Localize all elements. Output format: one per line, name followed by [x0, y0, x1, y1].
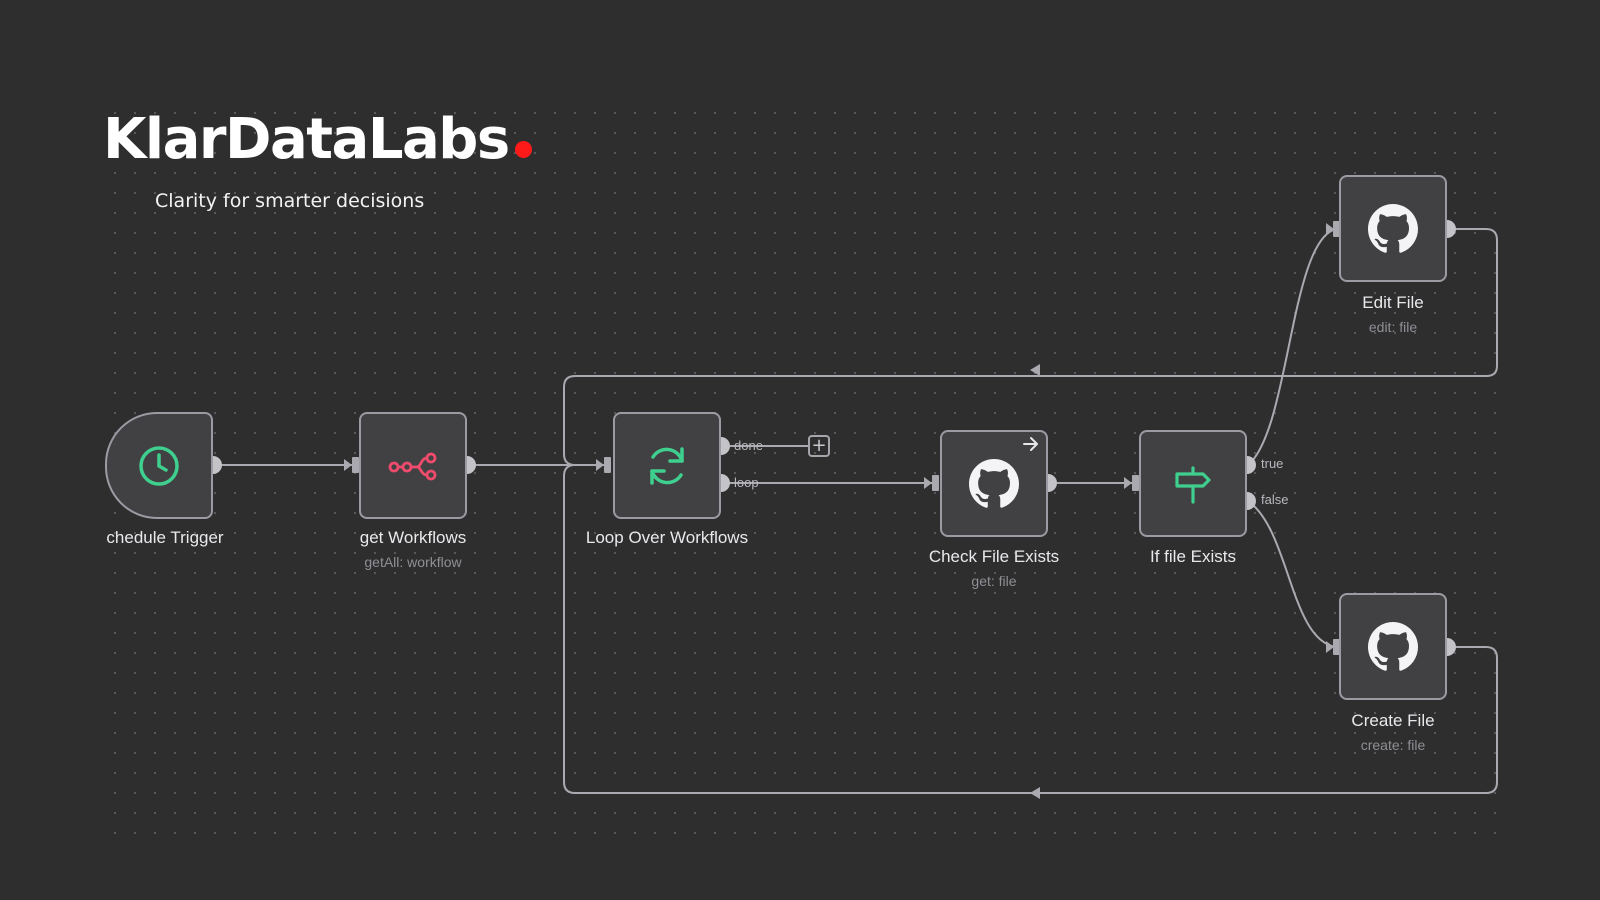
- github-icon: [969, 458, 1019, 508]
- signpost-icon: [1175, 465, 1211, 504]
- workflow-canvas[interactable]: [105, 103, 1500, 840]
- brand-tagline: Clarity for smarter decisions: [155, 190, 425, 212]
- brand-dot: [514, 141, 532, 158]
- port-label-loop: loop: [734, 475, 759, 490]
- node-subtitle-edit-file: edit: file: [1368, 319, 1418, 335]
- return-arrows: [1030, 364, 1040, 799]
- node-schedule-trigger[interactable]: [105, 412, 213, 519]
- node-title-loop-over-workflows: Loop Over Workflows: [585, 528, 749, 547]
- node-title-get-workflows: get Workflows: [359, 528, 467, 547]
- return-arrow-top: [1030, 364, 1040, 376]
- node-title-create-file: Create File: [1351, 711, 1435, 730]
- input-arrow-tips: [344, 223, 1334, 653]
- node-title-check-file-exists: Check File Exists: [928, 547, 1060, 566]
- wire-false-to-create: [1247, 500, 1337, 648]
- node-if-file-exists[interactable]: [1139, 430, 1247, 537]
- input-handles: [352, 221, 1340, 655]
- wire-edit-return: [563, 228, 1498, 466]
- github-icon: [1368, 621, 1418, 671]
- node-subtitle-create-file: create: file: [1360, 737, 1426, 753]
- node-title-edit-file: Edit File: [1362, 293, 1424, 312]
- add-node-button[interactable]: +: [808, 435, 830, 457]
- arrow-right-icon[interactable]: [1022, 436, 1040, 452]
- github-icon: [1368, 203, 1418, 253]
- node-get-workflows[interactable]: [359, 412, 467, 519]
- return-arrow-bottom: [1030, 787, 1040, 799]
- node-create-file[interactable]: [1339, 593, 1447, 700]
- refresh-icon: [650, 446, 684, 485]
- n8n-icon: [388, 452, 437, 480]
- port-label-done: done: [734, 438, 763, 453]
- brand-name: KlarDataLabs: [103, 107, 510, 172]
- wire-true-to-edit: [1247, 228, 1337, 466]
- node-subtitle-check-file-exists: get: file: [971, 573, 1017, 589]
- wire-create-return: [563, 464, 1498, 794]
- node-title-schedule-trigger: chedule Trigger: [106, 528, 224, 547]
- clock-icon: [139, 445, 179, 486]
- node-edit-file[interactable]: [1339, 175, 1447, 282]
- node-check-file-exists[interactable]: [940, 430, 1048, 537]
- node-subtitle-get-workflows: getAll: workflow: [364, 554, 462, 570]
- node-loop-over-workflows[interactable]: [613, 412, 721, 519]
- node-title-if-file-exists: If file Exists: [1150, 547, 1236, 566]
- port-label-false: false: [1261, 492, 1289, 507]
- port-label-true: true: [1261, 456, 1284, 471]
- brand-logo: KlarDataLabs: [103, 112, 532, 168]
